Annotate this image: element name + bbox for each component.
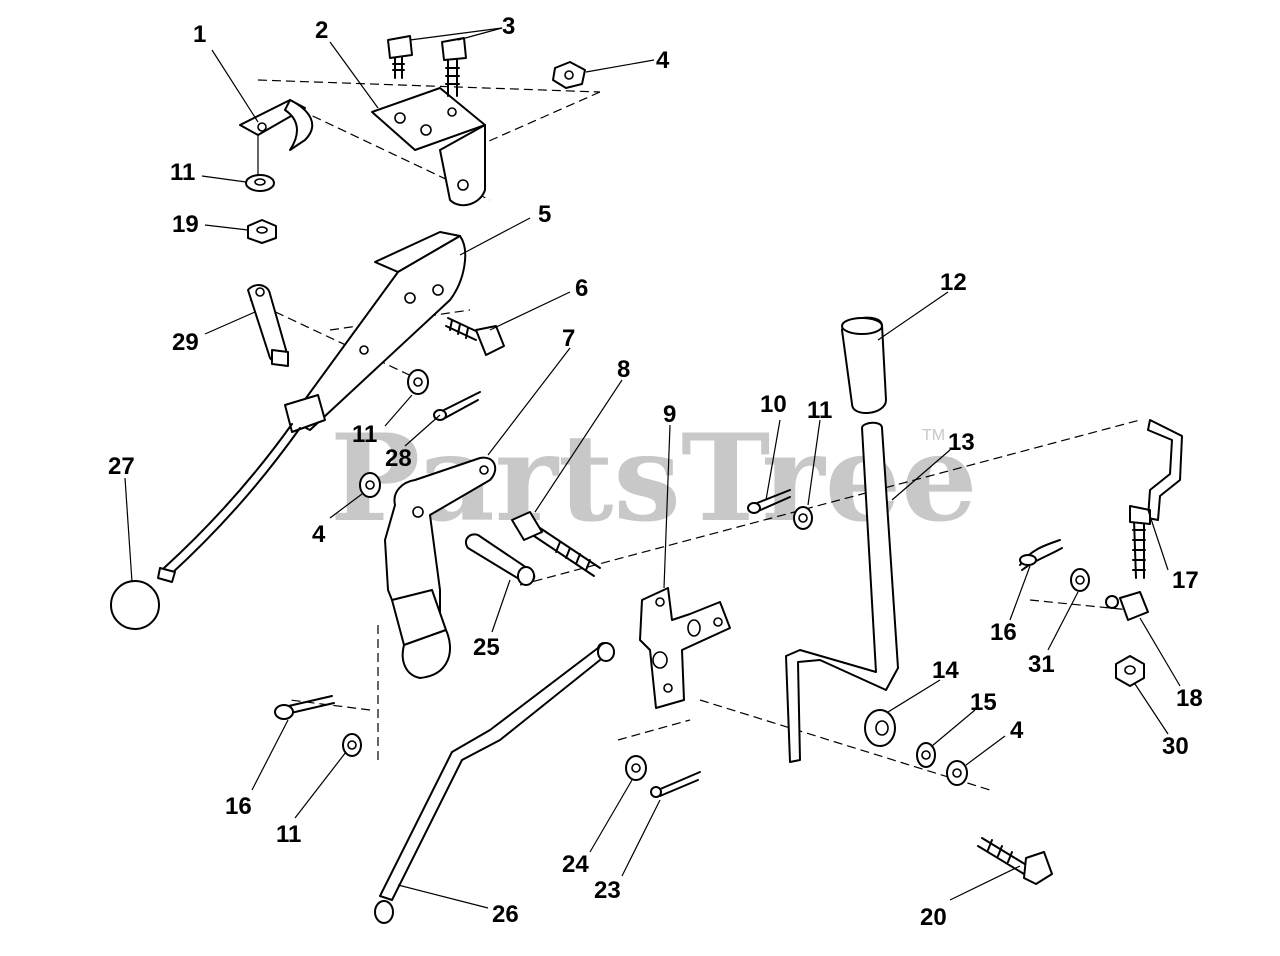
callout-9: 9	[663, 401, 676, 428]
part-19-jam-nut[interactable]	[247, 219, 277, 244]
part-9-bracket-plate[interactable]	[639, 587, 731, 709]
part-17-lift-rod[interactable]	[1129, 419, 1183, 579]
callout-10: 10	[760, 391, 787, 418]
part-23-cotter-pin-small[interactable]	[650, 771, 701, 798]
callout-11-right: 11	[807, 397, 832, 424]
callout-4-top: 4	[656, 47, 670, 74]
part-11-washer-arm[interactable]	[407, 369, 429, 395]
callout-30: 30	[1162, 733, 1189, 760]
part-11-washer-right[interactable]	[793, 506, 813, 530]
callout-11-top: 11	[170, 159, 195, 186]
watermark-tm: TM	[922, 427, 945, 444]
callout-12: 12	[940, 269, 967, 296]
callout-15: 15	[970, 689, 997, 716]
callout-labels: 1 2 3 4 5 6 7 8 9 10 11 12 13 14 15 16 1…	[108, 13, 1203, 931]
part-16-hairpin-clip-right[interactable]	[1019, 539, 1063, 571]
callout-27: 27	[108, 453, 135, 480]
part-13-lift-handle[interactable]	[785, 421, 899, 763]
part-16-hairpin-clip-left[interactable]	[274, 695, 335, 720]
part-29-lever-link[interactable]	[247, 284, 289, 367]
part-2-mounting-bracket[interactable]	[371, 87, 486, 207]
part-25-pivot-pin[interactable]	[464, 533, 536, 586]
part-6-shoulder-bolt[interactable]	[445, 317, 505, 356]
callout-25: 25	[473, 634, 500, 661]
leader-lines	[124, 27, 1181, 909]
callout-19: 19	[172, 211, 199, 238]
part-15-flat-washer[interactable]	[916, 742, 936, 768]
part-26-link-rod[interactable]	[374, 642, 615, 924]
callout-20: 20	[920, 904, 947, 931]
part-31-washer-rod[interactable]	[1070, 568, 1090, 592]
part-4-nut-top[interactable]	[552, 61, 586, 89]
callout-3: 3	[502, 13, 515, 40]
callout-13: 13	[948, 429, 975, 456]
part-18-ferrule[interactable]	[1105, 591, 1149, 621]
part-14-spacer[interactable]	[864, 709, 896, 747]
callout-4-mid: 4	[312, 521, 326, 548]
callout-14: 14	[932, 657, 959, 684]
part-4-nut-mid[interactable]	[359, 472, 381, 498]
part-8-bolt[interactable]	[511, 511, 601, 577]
part-7-pedal-arm[interactable]	[384, 456, 497, 679]
part-10-cotter-pin[interactable]	[747, 489, 791, 514]
callout-24: 24	[562, 851, 589, 878]
alignment-lines	[249, 79, 1141, 791]
callout-28: 28	[385, 445, 412, 472]
callout-11-mid: 11	[352, 421, 377, 448]
callout-29: 29	[172, 329, 199, 356]
callout-23: 23	[594, 877, 621, 904]
callout-17: 17	[1172, 567, 1199, 594]
part-30-nut-rod[interactable]	[1115, 655, 1145, 687]
callout-16-right: 16	[990, 619, 1017, 646]
callout-7: 7	[562, 325, 575, 352]
callout-18: 18	[1176, 685, 1203, 712]
callout-11-bottom: 11	[276, 821, 301, 848]
part-11-washer-top[interactable]	[245, 174, 275, 192]
callout-5: 5	[538, 201, 551, 228]
callout-2: 2	[315, 17, 328, 44]
part-5-lever-arm[interactable]	[284, 231, 467, 433]
part-11-washer-bottom[interactable]	[342, 733, 362, 757]
callout-1: 1	[193, 21, 206, 48]
part-3-bolts[interactable]	[387, 35, 467, 97]
part-20-hex-bolt[interactable]	[977, 837, 1053, 885]
part-12-handle-grip[interactable]	[841, 316, 887, 414]
part-24-washer-small[interactable]	[625, 755, 647, 781]
callout-31: 31	[1028, 651, 1055, 678]
part-27-knob[interactable]	[110, 423, 301, 630]
callout-26: 26	[492, 901, 519, 928]
part-1-small-bracket[interactable]	[239, 99, 314, 175]
callout-16-left: 16	[225, 793, 252, 820]
callout-6: 6	[575, 275, 588, 302]
callout-8: 8	[617, 356, 630, 383]
callout-4-right: 4	[1010, 717, 1024, 744]
part-4-nut-right[interactable]	[946, 760, 968, 786]
